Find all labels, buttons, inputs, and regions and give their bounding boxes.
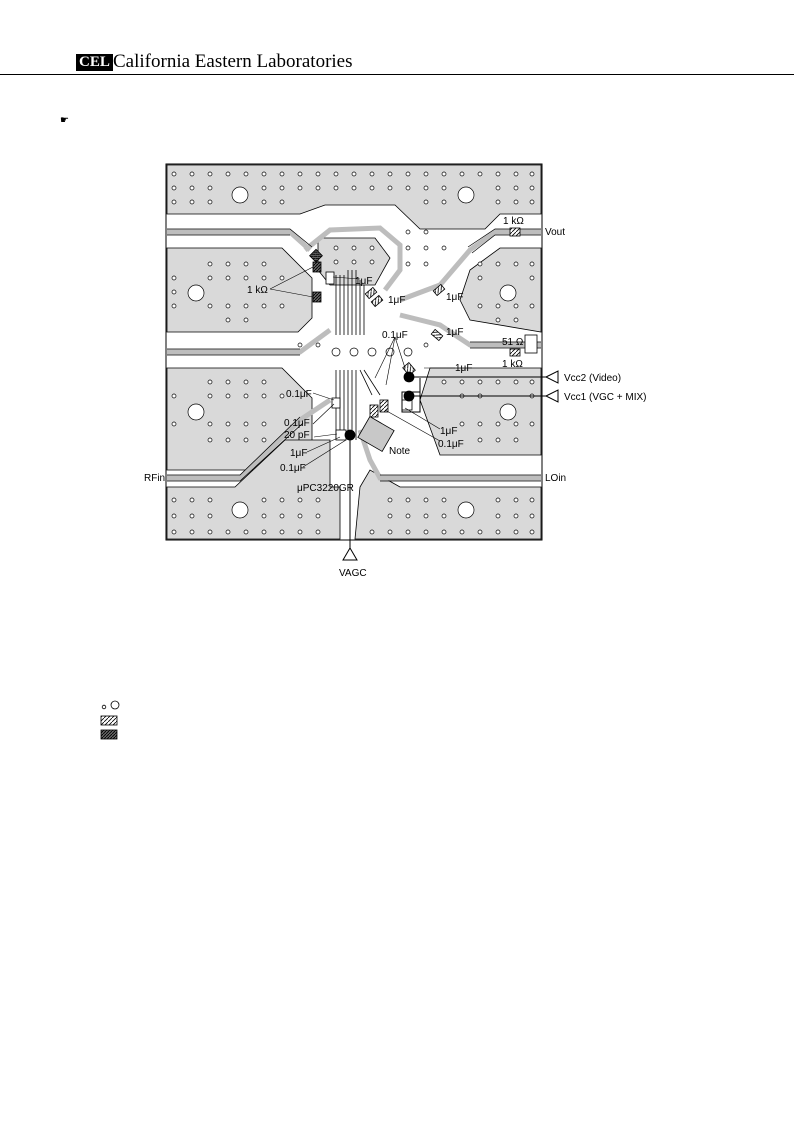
label-rf-in: RFin	[144, 473, 165, 484]
label-c-01-left3: 0.1μF	[280, 463, 306, 474]
label-lo-in: LOin	[545, 473, 566, 484]
cel-logo: CEL	[76, 54, 113, 71]
label-c-1-right: 1μF	[455, 363, 472, 374]
label-note: Note	[389, 446, 411, 457]
ground-planes	[166, 164, 542, 540]
label-c-01-br: 0.1μF	[438, 439, 464, 450]
header-rule	[0, 74, 794, 75]
label-c-01-top: 0.1μF	[382, 330, 408, 341]
cap-1uf-c	[370, 294, 384, 308]
label-r-left: 1 kΩ	[247, 285, 268, 296]
via-holes	[171, 171, 535, 535]
label-c-20p: 20 pF	[284, 430, 310, 441]
dark-hatch-swatch-icon	[100, 729, 118, 740]
cap-1uf-a	[325, 271, 335, 285]
label-c-top2: 1μF	[388, 295, 405, 306]
resistor-1k-right	[509, 348, 521, 357]
label-c-01-left: 0.1μF	[286, 389, 312, 400]
label-r-out: 1 kΩ	[503, 216, 524, 227]
cap-1uf-d	[432, 283, 446, 297]
label-c-1-br: 1μF	[440, 426, 457, 437]
resistor-51	[524, 334, 538, 354]
cap-bl-a	[331, 397, 341, 409]
via-symbol-icon	[101, 700, 120, 710]
vcc1-arrow-icon	[544, 389, 559, 403]
leader-lines	[269, 266, 455, 468]
label-vagc: VAGC	[339, 568, 367, 579]
pcb-trace-edges	[167, 228, 541, 482]
cap-br-b	[379, 399, 389, 413]
cap-bl-b	[335, 429, 347, 441]
page-header: CEL California Eastern Laboratories	[0, 0, 794, 76]
label-vcc2: Vcc2 (Video)	[564, 373, 621, 384]
label-vcc1: Vcc1 (VGC + MIX)	[564, 392, 647, 403]
pcb-layout-diagram: 1 kΩ Vout 1 kΩ 1μF 1μF 1μF 1μF 51 Ω 1 kΩ…	[144, 163, 647, 579]
note-block	[357, 416, 395, 452]
resistor-1k-out	[509, 227, 521, 237]
label-r-51: 51 Ω	[502, 337, 524, 348]
company-name: California Eastern Laboratories	[113, 51, 353, 72]
cap-1uf-e	[430, 328, 444, 342]
vagc-arrow-icon	[342, 547, 358, 561]
label-c-1-left: 1μF	[290, 448, 307, 459]
hand-pointer-icon: ☛	[60, 115, 69, 126]
component-diamond	[309, 248, 323, 263]
label-c-mid1: 1μF	[446, 292, 463, 303]
light-hatch-swatch-icon	[100, 715, 118, 726]
pcb-traces	[167, 225, 541, 481]
label-r-1k-right: 1 kΩ	[502, 359, 523, 370]
label-c-mid2: 1μF	[446, 327, 463, 338]
label-c-top1: 1μF	[355, 276, 372, 287]
cap-br-c	[401, 399, 413, 411]
label-vout: Vout	[545, 227, 565, 238]
resistor-1k-left-a	[312, 261, 322, 273]
label-c-01-left2: 0.1μF	[284, 418, 310, 429]
cap-1uf-b	[364, 286, 378, 300]
label-part: μPC3220GR	[297, 483, 354, 494]
supply-leads	[349, 376, 546, 548]
cap-br-a	[369, 404, 379, 418]
vcc2-arrow-icon	[544, 370, 559, 384]
resistor-1k-left-b	[312, 291, 322, 303]
